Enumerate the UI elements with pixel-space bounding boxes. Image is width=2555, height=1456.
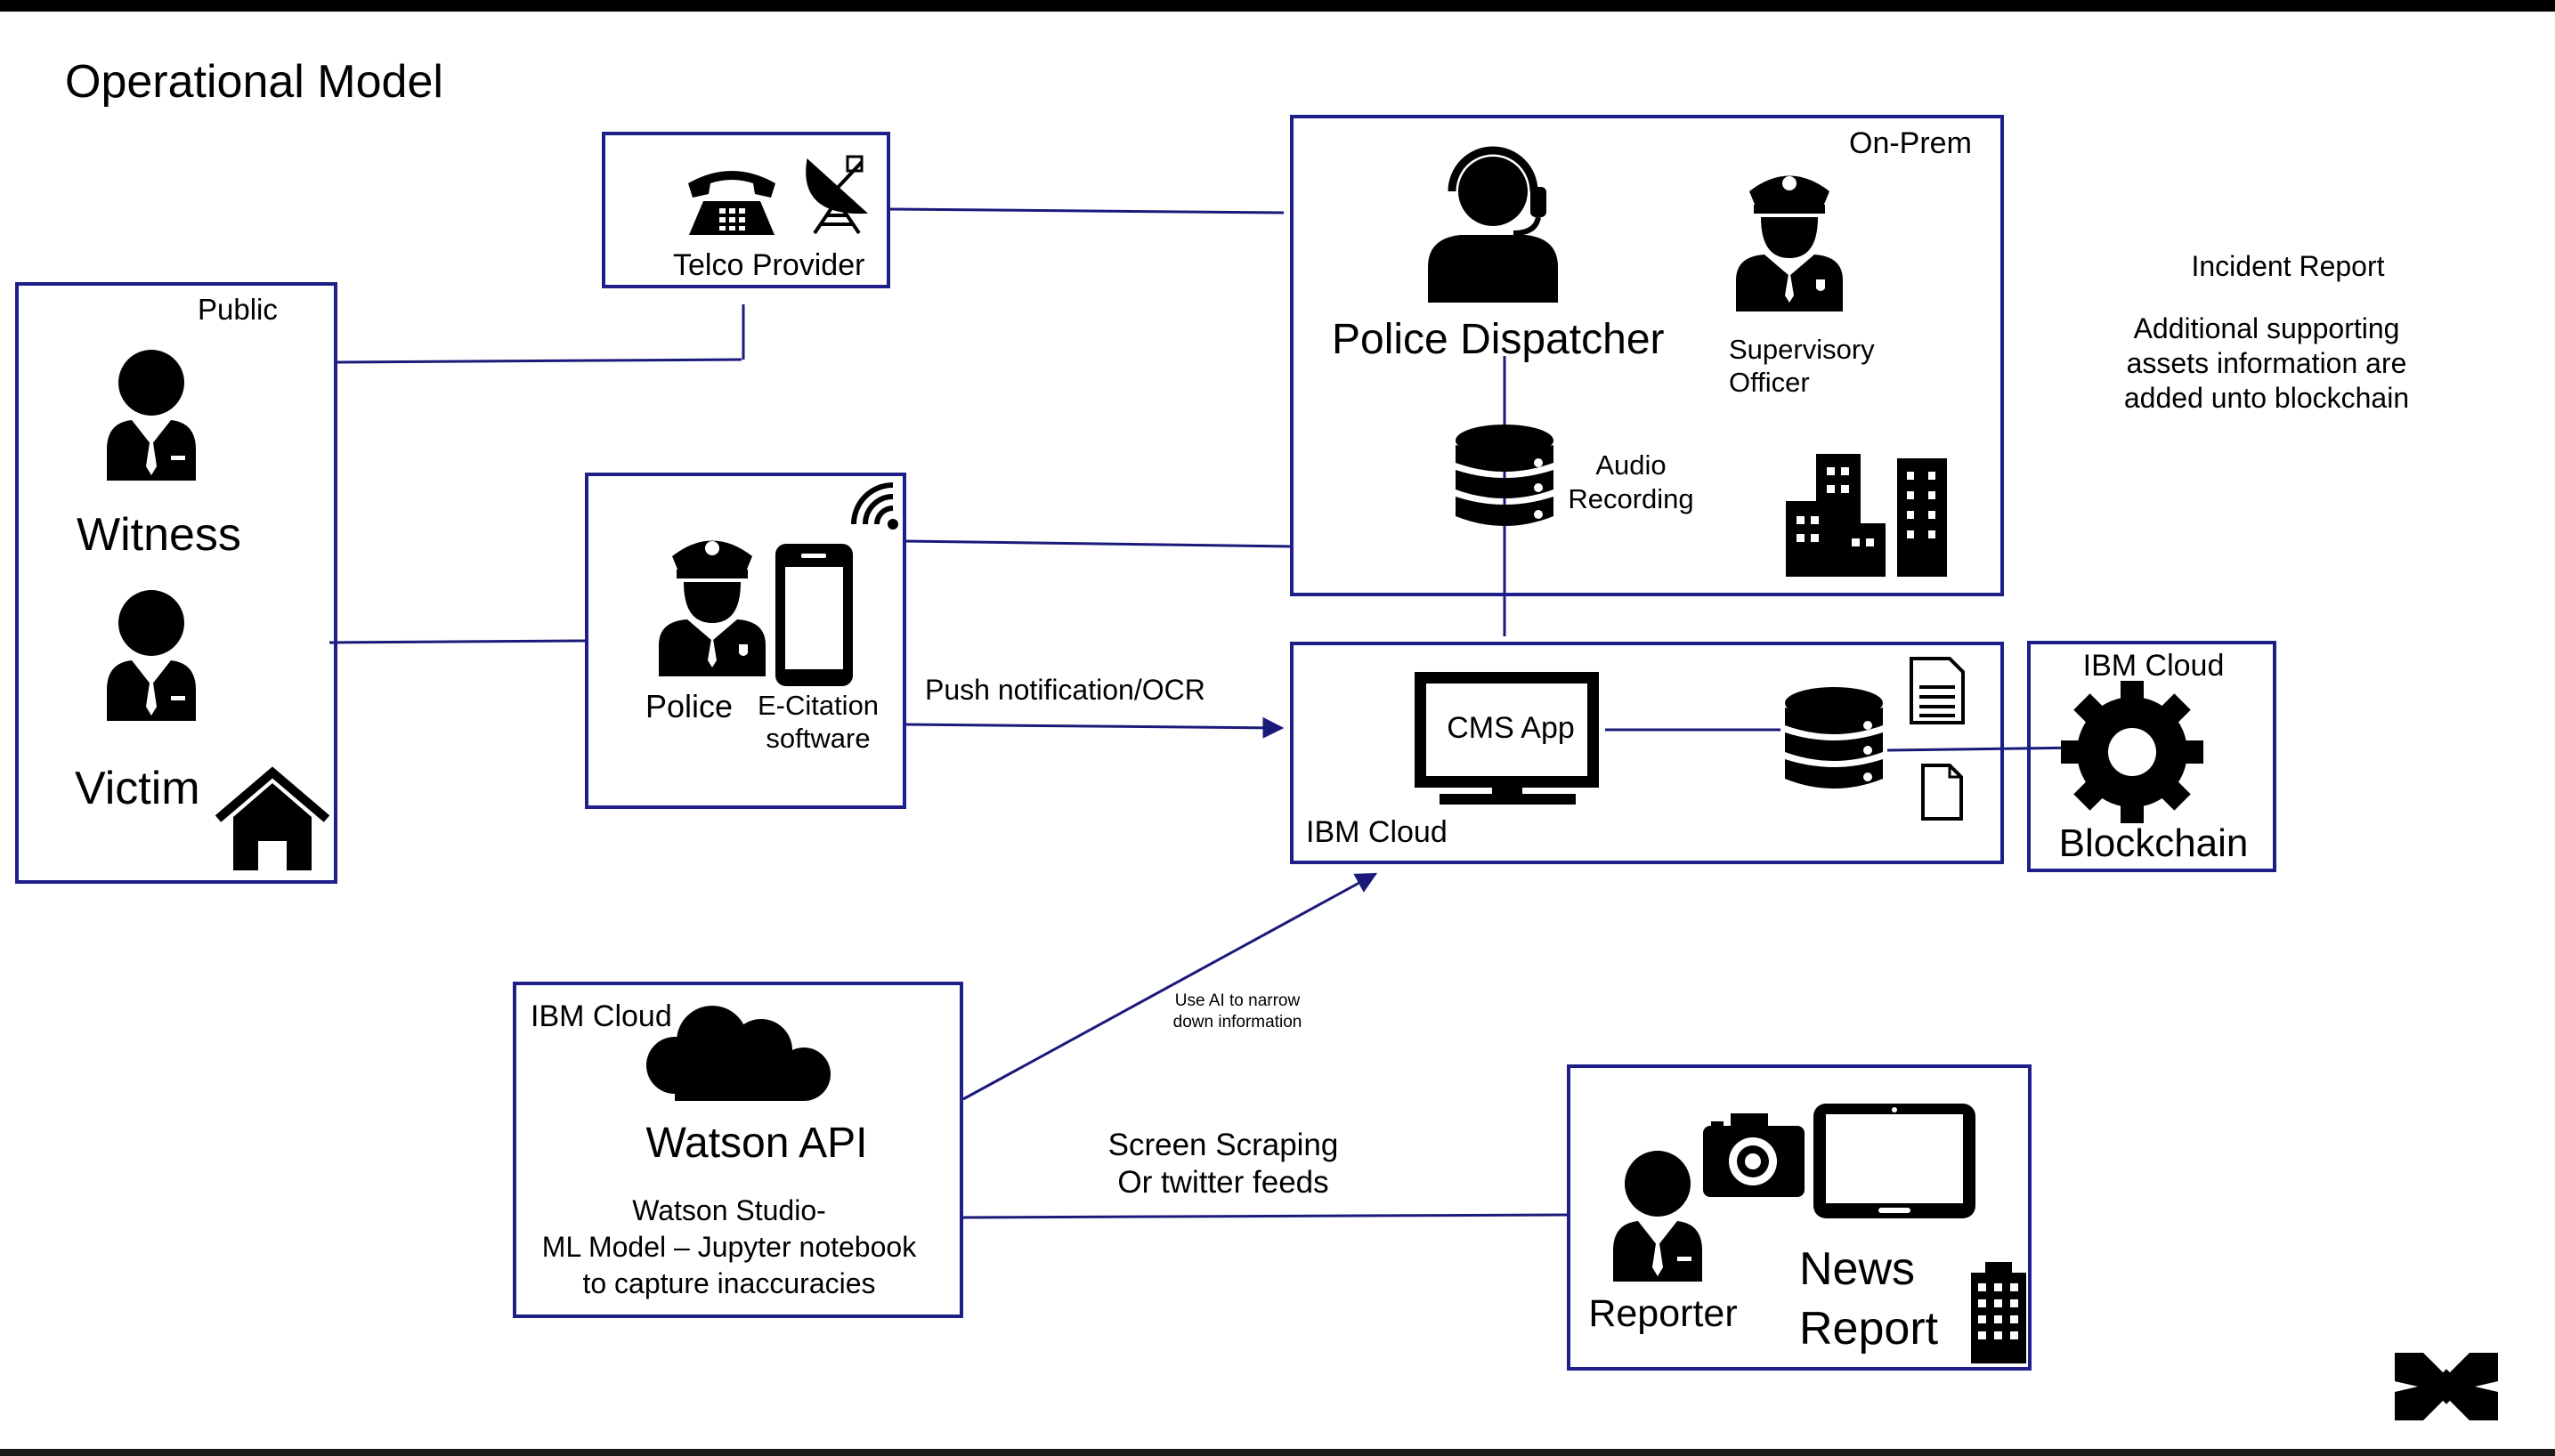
line-watson-news [962, 1213, 1570, 1219]
telco-box [602, 132, 890, 288]
supervisory-line-2: Officer [1729, 367, 1810, 398]
reporter-person-icon [1613, 1151, 1702, 1282]
monitor-icon [1415, 672, 1599, 805]
cms-cloud-label: IBM Cloud [1306, 815, 1448, 849]
police-officer-icon [659, 540, 766, 676]
onprem-label: On-Prem [1849, 126, 1972, 160]
telephone-icon [688, 171, 775, 235]
cms-box [1290, 642, 2004, 864]
smartphone-icon [775, 544, 853, 686]
scraping-line-2: Or twitter feeds [1117, 1165, 1328, 1200]
line-telco-onprem [889, 207, 1285, 214]
watson-desc-1: Watson Studio- [632, 1194, 826, 1226]
watson-api-label: Watson API [646, 1120, 868, 1167]
headset-person-icon [1428, 146, 1558, 303]
cms-database-icon [1785, 687, 1883, 789]
police-box [585, 473, 906, 809]
page-title: Operational Model [65, 56, 443, 108]
blockchain-box [2027, 641, 2276, 872]
onprem-box [1290, 115, 2004, 596]
buildings-icon [1786, 454, 1947, 577]
reporter-label: Reporter [1588, 1292, 1737, 1335]
blockchain-label: Blockchain [2059, 821, 2249, 865]
dispatcher-label: Police Dispatcher [1332, 316, 1665, 363]
blockchain-cloud-label: IBM Cloud [2083, 649, 2225, 683]
camera-icon [1703, 1113, 1805, 1197]
line-police-onprem [903, 539, 1294, 548]
top-bar [0, 0, 2555, 12]
cloud-icon [646, 1006, 831, 1101]
supervisory-line-1: Supervisory [1729, 334, 1875, 365]
incident-line-2: assets information are [2127, 347, 2407, 379]
ai-label-line-1: Use AI to narrow [1175, 991, 1301, 1010]
cms-app-label: CMS App [1447, 711, 1575, 745]
logo-mark [2395, 1353, 2498, 1420]
watson-box [513, 982, 963, 1318]
document-icon [1910, 657, 1965, 724]
audio-line-1: Audio [1595, 449, 1666, 481]
satellite-dish-icon [806, 155, 869, 235]
police-label: Police [645, 688, 733, 724]
supervisory-officer-icon [1736, 175, 1843, 311]
public-label: Public [198, 293, 278, 326]
public-box [15, 282, 337, 884]
news-box [1567, 1064, 2032, 1371]
ecitation-line-1: E-Citation [758, 690, 879, 721]
boxes [15, 115, 2276, 1371]
gear-icon [2061, 681, 2203, 823]
telco-label: Telco Provider [673, 248, 864, 282]
office-building-icon [1971, 1262, 2026, 1363]
line-db-blockchain [1886, 746, 2084, 752]
ai-label-line-2: down information [1173, 1013, 1302, 1031]
witness-person-icon [107, 350, 196, 481]
audio-line-2: Recording [1568, 483, 1693, 514]
witness-label: Witness [77, 509, 241, 561]
arrow-push-notification [903, 716, 1285, 739]
push-notification-label: Push notification/OCR [925, 674, 1205, 706]
watson-cloud-label: IBM Cloud [531, 999, 672, 1033]
house-icon [215, 766, 330, 870]
watson-desc-3: to capture inaccuracies [582, 1267, 875, 1299]
line-public-telco [336, 358, 742, 364]
arrow-watson-cms [962, 872, 1378, 1101]
incident-line-3: added unto blockchain [2124, 382, 2409, 414]
news-line-2: Report [1799, 1303, 1939, 1355]
blank-document-icon [1921, 764, 1963, 821]
line-public-police [328, 639, 587, 644]
watson-desc-2: ML Model – Jupyter notebook [542, 1231, 917, 1263]
scraping-line-1: Screen Scraping [1108, 1128, 1339, 1162]
tablet-icon [1813, 1104, 1975, 1218]
ecitation-line-2: software [766, 723, 870, 754]
victim-label: Victim [75, 763, 200, 814]
bottom-bar [0, 1449, 2555, 1456]
incident-report-title: Incident Report [2191, 250, 2384, 282]
connection-lines [328, 207, 2084, 1219]
victim-person-icon [107, 590, 196, 721]
wifi-signal-icon [851, 482, 898, 530]
news-line-1: News [1799, 1243, 1915, 1295]
incident-line-1: Additional supporting [2134, 312, 2400, 344]
